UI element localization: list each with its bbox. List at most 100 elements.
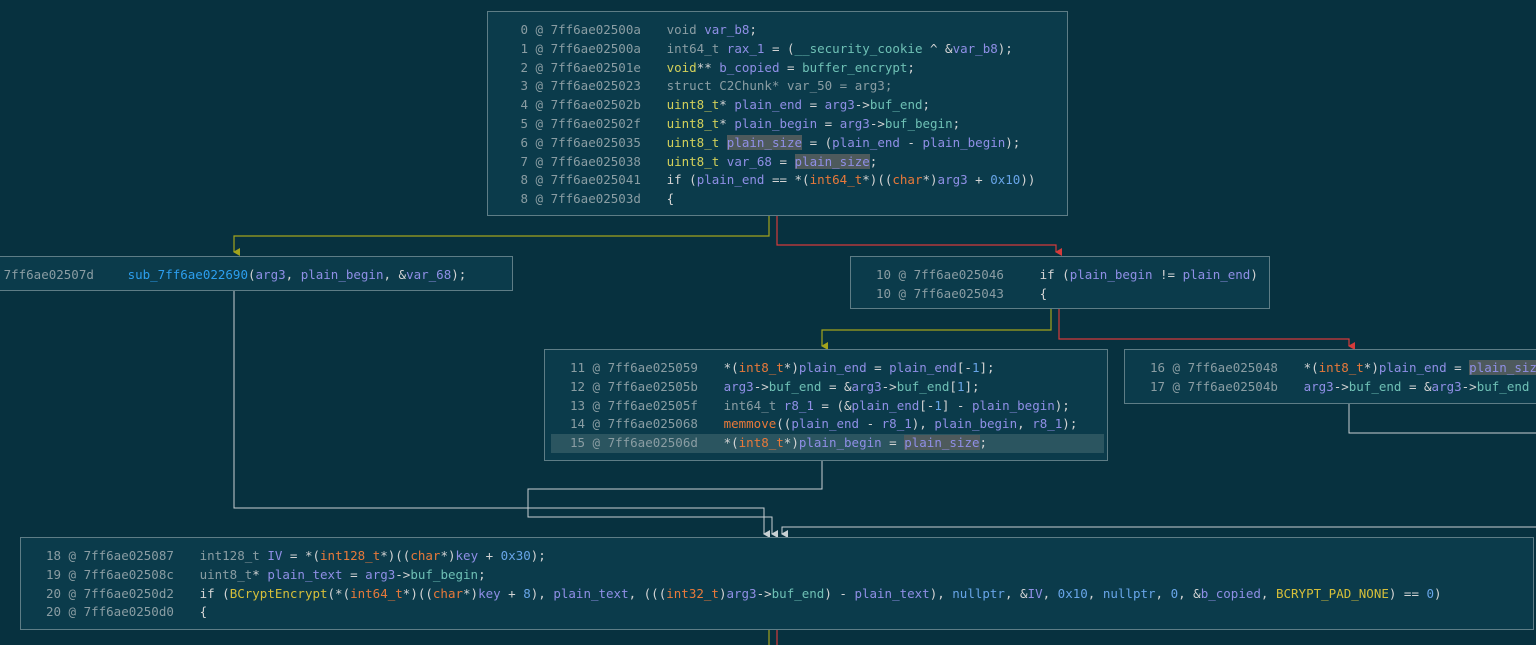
instruction-address[interactable]: 7ff6ae025046 [913, 267, 1004, 282]
variable-token[interactable]: arg3 [851, 378, 882, 394]
instruction-address[interactable]: 7ff6ae025059 [607, 360, 698, 375]
variable-token[interactable]: arg3 [365, 566, 396, 582]
code-token[interactable]: buf_end [896, 378, 950, 394]
variable-token[interactable]: var_68 [406, 267, 452, 282]
code-line[interactable]: 15 @ 7ff6ae02506d*(int8_t*)plain_begin =… [551, 434, 1104, 453]
instruction-address[interactable]: 7ff6ae025038 [550, 153, 641, 169]
variable-token[interactable]: IV [1027, 585, 1043, 601]
variable-token[interactable]: arg3 [723, 378, 754, 394]
variable-token[interactable]: plain_begin [734, 115, 818, 131]
instruction-address[interactable]: 7ff6ae02505b [607, 378, 698, 394]
variable-token[interactable]: plain_end [832, 134, 900, 150]
variable-token[interactable]: plain_end [1182, 267, 1251, 282]
instruction-address[interactable]: 7ff6ae025087 [83, 548, 174, 563]
instruction-address[interactable]: 7ff6ae025068 [607, 416, 698, 432]
code-text[interactable]: *(int8_t*)plain_end = plain_size [1304, 359, 1536, 378]
code-line[interactable]: 10 @ 7ff6ae025043{ [851, 285, 1269, 304]
instruction-address[interactable]: 7ff6ae02502b [550, 97, 641, 113]
code-line[interactable]: 20 @ 7ff6ae0250d0{ [21, 603, 1533, 622]
code-text[interactable]: uint8_t* plain_begin = arg3->buf_begin; [667, 115, 961, 134]
code-text[interactable]: memmove((plain_end - r8_1), plain_begin,… [724, 415, 1078, 434]
code-token[interactable]: buf_end [771, 585, 825, 601]
code-text[interactable]: struct C2Chunk* var_50 = arg3; [667, 77, 893, 96]
variable-token[interactable]: var_b8 [704, 22, 750, 37]
variable-token[interactable]: rax_1 [726, 40, 765, 56]
variable-token[interactable]: r8_1 [783, 397, 814, 413]
variable-token[interactable]: plain_size [1469, 360, 1536, 375]
code-text[interactable]: int64_t rax_1 = (__security_cookie ^ &va… [667, 40, 1013, 59]
code-text[interactable]: uint8_t* plain_text = arg3->buf_begin; [200, 566, 486, 585]
instruction-address[interactable]: 7ff6ae02506d [607, 435, 698, 451]
instruction-address[interactable]: 7ff6ae025023 [550, 78, 641, 94]
variable-token[interactable]: plain_begin [934, 416, 1018, 432]
variable-token[interactable]: plain_begin [300, 267, 384, 282]
variable-token[interactable]: plain_begin [922, 134, 1006, 150]
variable-token[interactable]: arg3 [839, 115, 870, 131]
variable-token[interactable]: plain_end [798, 360, 867, 375]
instruction-address[interactable]: 7ff6ae025035 [550, 134, 641, 150]
variable-token[interactable]: IV [267, 548, 283, 563]
function-token[interactable]: sub_7ff6ae022690 [127, 267, 248, 282]
code-text[interactable]: if (BCryptEncrypt(*(int64_t*)((char*)key… [200, 585, 1442, 604]
code-text[interactable]: int128_t IV = *(int128_t*)((char*)key + … [200, 547, 546, 566]
variable-token[interactable]: plain_end [734, 97, 803, 113]
code-text[interactable]: uint8_t var_68 = plain_size; [667, 153, 877, 172]
basic-block-store[interactable]: 16 @ 7ff6ae025048*(int8_t*)plain_end = p… [1124, 349, 1536, 404]
code-text[interactable]: arg3->buf_end = &arg3->buf_end [1304, 378, 1530, 397]
variable-token[interactable]: plain_text [553, 585, 629, 601]
instruction-address[interactable]: 7ff6ae025043 [913, 285, 1004, 301]
variable-token[interactable]: plain_begin [1069, 267, 1153, 282]
instruction-address[interactable]: 7ff6ae02505f [607, 397, 698, 413]
variable-token[interactable]: plain_end [791, 416, 860, 432]
instruction-address[interactable]: 7ff6ae02500a [550, 22, 641, 37]
code-token[interactable]: buffer_encrypt [802, 59, 908, 75]
code-text[interactable]: uint8_t plain_size = (plain_end - plain_… [667, 134, 1020, 153]
code-line[interactable]: 16 @ 7ff6ae025048*(int8_t*)plain_end = p… [1125, 359, 1536, 378]
variable-token[interactable]: plain_size [794, 153, 870, 169]
code-text[interactable]: if (plain_end == *(int64_t*)((char*)arg3… [667, 171, 1036, 190]
code-token[interactable]: buf_begin [884, 115, 953, 131]
variable-token[interactable]: arg3 [937, 172, 968, 188]
code-line[interactable]: 8 @ 7ff6ae02503d{ [488, 190, 1067, 209]
variable-token[interactable]: plain_size [726, 134, 803, 150]
code-text[interactable]: if (plain_begin != plain_end) [1040, 266, 1258, 285]
variable-token[interactable]: arg3 [1431, 378, 1462, 394]
variable-token[interactable]: plain_begin [971, 397, 1055, 413]
instruction-address[interactable]: 7ff6ae025048 [1187, 360, 1278, 375]
variable-token[interactable]: var_68 [726, 153, 772, 169]
instruction-address[interactable]: 7ff6ae0250d2 [83, 585, 174, 601]
code-text[interactable]: *(int8_t*)plain_begin = plain_size; [724, 434, 987, 453]
variable-token[interactable]: key [478, 585, 501, 601]
code-text[interactable]: sub_7ff6ae022690(arg3, plain_begin, &var… [128, 266, 467, 285]
variable-token[interactable]: plain_begin [798, 435, 882, 451]
code-text[interactable]: { [667, 190, 675, 209]
instruction-address[interactable]: 7ff6ae025041 [550, 172, 641, 188]
instruction-address[interactable]: 7ff6ae02502f [550, 115, 641, 131]
code-text[interactable]: { [200, 603, 208, 622]
variable-token[interactable]: arg3 [726, 585, 757, 601]
variable-token[interactable]: arg3 [1303, 378, 1334, 394]
code-token[interactable]: buf_begin [410, 566, 479, 582]
code-token[interactable]: buf_end [869, 97, 923, 113]
variable-token[interactable]: r8_1 [881, 416, 912, 432]
